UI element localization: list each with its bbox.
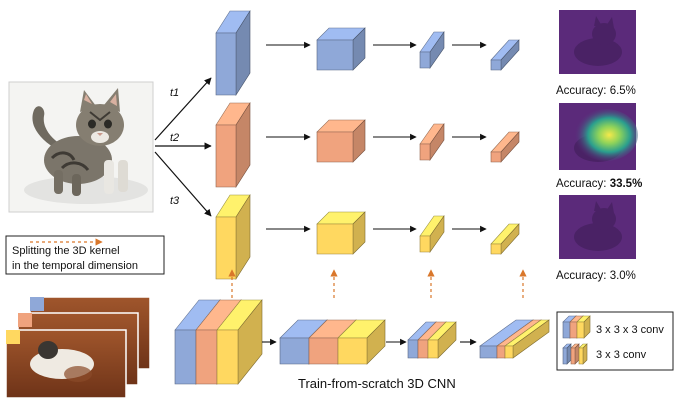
heatmap-row2 (559, 103, 638, 170)
split-dashed-arrows (228, 269, 527, 298)
input-kitten-image (8, 81, 154, 213)
row2-block4 (490, 131, 520, 163)
3d-block3-slab3 (427, 321, 457, 359)
svg-text:Splitting the 3D kernel: Splitting the 3D kernel (12, 245, 120, 257)
row2-block1 (215, 101, 251, 189)
3d-block1-slab3 (216, 299, 263, 385)
time-label-t2: t2 (170, 132, 179, 144)
fanout-arrows (154, 77, 212, 217)
legend-3d-icon-slab3 (576, 315, 591, 339)
time-label-t3: t3 (170, 195, 180, 207)
accuracy-label-3: Accuracy: 3.0% (556, 270, 636, 282)
legend: 3 x 3 x 3 conv 3 x 3 conv (556, 311, 674, 371)
input-video-frames (5, 296, 151, 398)
split-kernel-note: Splitting the 3D kernel in the temporal … (5, 235, 165, 275)
legend-item-3d-conv: 3 x 3 x 3 conv (596, 324, 664, 336)
row1-block2 (316, 27, 366, 71)
3d-cnn-stream (174, 299, 550, 385)
2d-stream-rows (215, 9, 520, 281)
legend-item-2d-conv: 3 x 3 conv (596, 349, 647, 361)
row3-block3 (419, 215, 445, 253)
svg-text:in the temporal dimension: in the temporal dimension (12, 260, 138, 272)
accuracy-label-1: Accuracy: 6.5% (556, 85, 636, 97)
heatmap-row1 (559, 10, 636, 74)
row3-block1 (215, 193, 251, 281)
row3-block4 (490, 223, 520, 255)
row2-block2 (316, 119, 366, 163)
row1-block4 (490, 39, 520, 71)
caption-3d-cnn: Train-from-scratch 3D CNN (298, 376, 456, 391)
legend-2d-icon-slab2 (570, 343, 580, 365)
3d-block4-slab3 (504, 319, 550, 359)
row3-block2 (316, 211, 366, 255)
time-label-t1: t1 (170, 87, 179, 99)
legend-2d-icon-slab3 (578, 343, 588, 365)
row1-block3 (419, 31, 445, 69)
3d-block2-slab3 (337, 319, 386, 365)
heatmap-row3 (559, 195, 636, 259)
legend-2d-icon-slab1 (562, 343, 572, 365)
accuracy-label-2: Accuracy: 33.5% (556, 178, 642, 190)
row1-block1 (215, 9, 251, 97)
row2-block3 (419, 123, 445, 161)
